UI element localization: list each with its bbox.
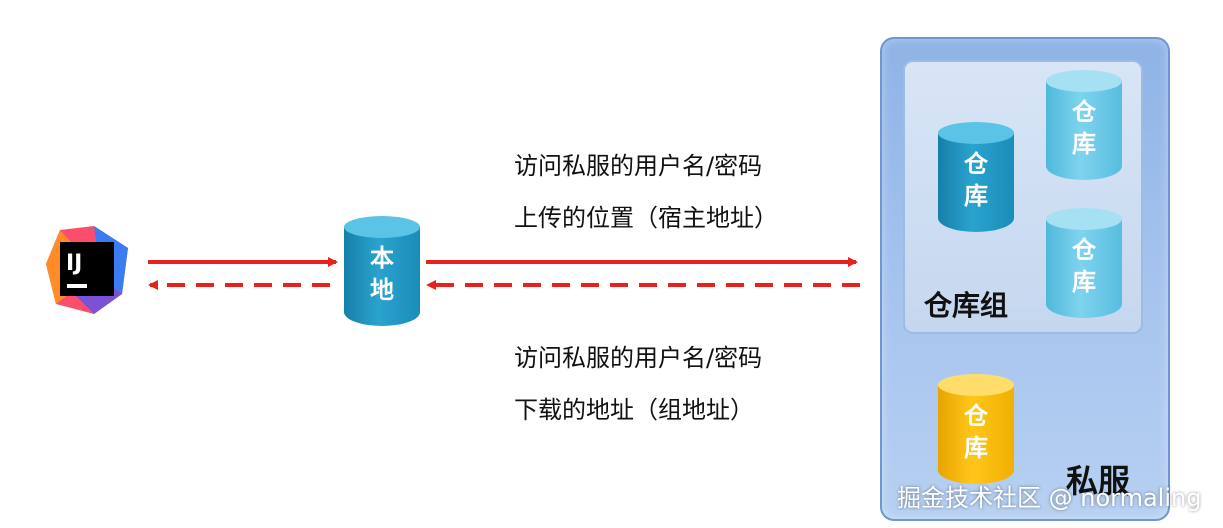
group-repository-c-label-2: 库 <box>1072 268 1096 296</box>
group-repository-b-label-1: 仓 <box>1072 98 1096 126</box>
intellij-idea-icon: IJ <box>42 224 134 316</box>
svg-text:IJ: IJ <box>66 251 82 276</box>
group-repository-b-label-2: 库 <box>1072 130 1096 158</box>
local-repository-label-2: 地 <box>370 276 394 304</box>
repository-group-label: 仓库组 <box>924 289 1009 322</box>
group-repository-c-label-1: 仓 <box>1072 236 1096 264</box>
local-repository: 本 地 <box>344 216 420 326</box>
group-repository-c: 仓 库 <box>1046 208 1122 318</box>
group-repository-a-label-1: 仓 <box>964 150 988 178</box>
group-repository-a-label-2: 库 <box>964 182 988 210</box>
standalone-repository-label-1: 仓 <box>964 402 988 430</box>
standalone-repository: 仓 库 <box>938 374 1014 484</box>
upload-credentials-note: 访问私服的用户名/密码 <box>514 152 763 180</box>
watermark: 掘金技术社区 @ normaling <box>897 484 1202 512</box>
group-repository-a: 仓 库 <box>938 122 1014 232</box>
download-credentials-note: 访问私服的用户名/密码 <box>514 344 763 372</box>
group-repository-b: 仓 库 <box>1046 70 1122 180</box>
standalone-repository-label-2: 库 <box>964 434 988 462</box>
private-server-label: 私服 <box>1066 462 1131 500</box>
download-location-note: 下载的地址（组地址） <box>514 396 754 424</box>
upload-location-note: 上传的位置（宿主地址） <box>514 204 778 232</box>
local-repository-label-1: 本 <box>370 244 394 272</box>
